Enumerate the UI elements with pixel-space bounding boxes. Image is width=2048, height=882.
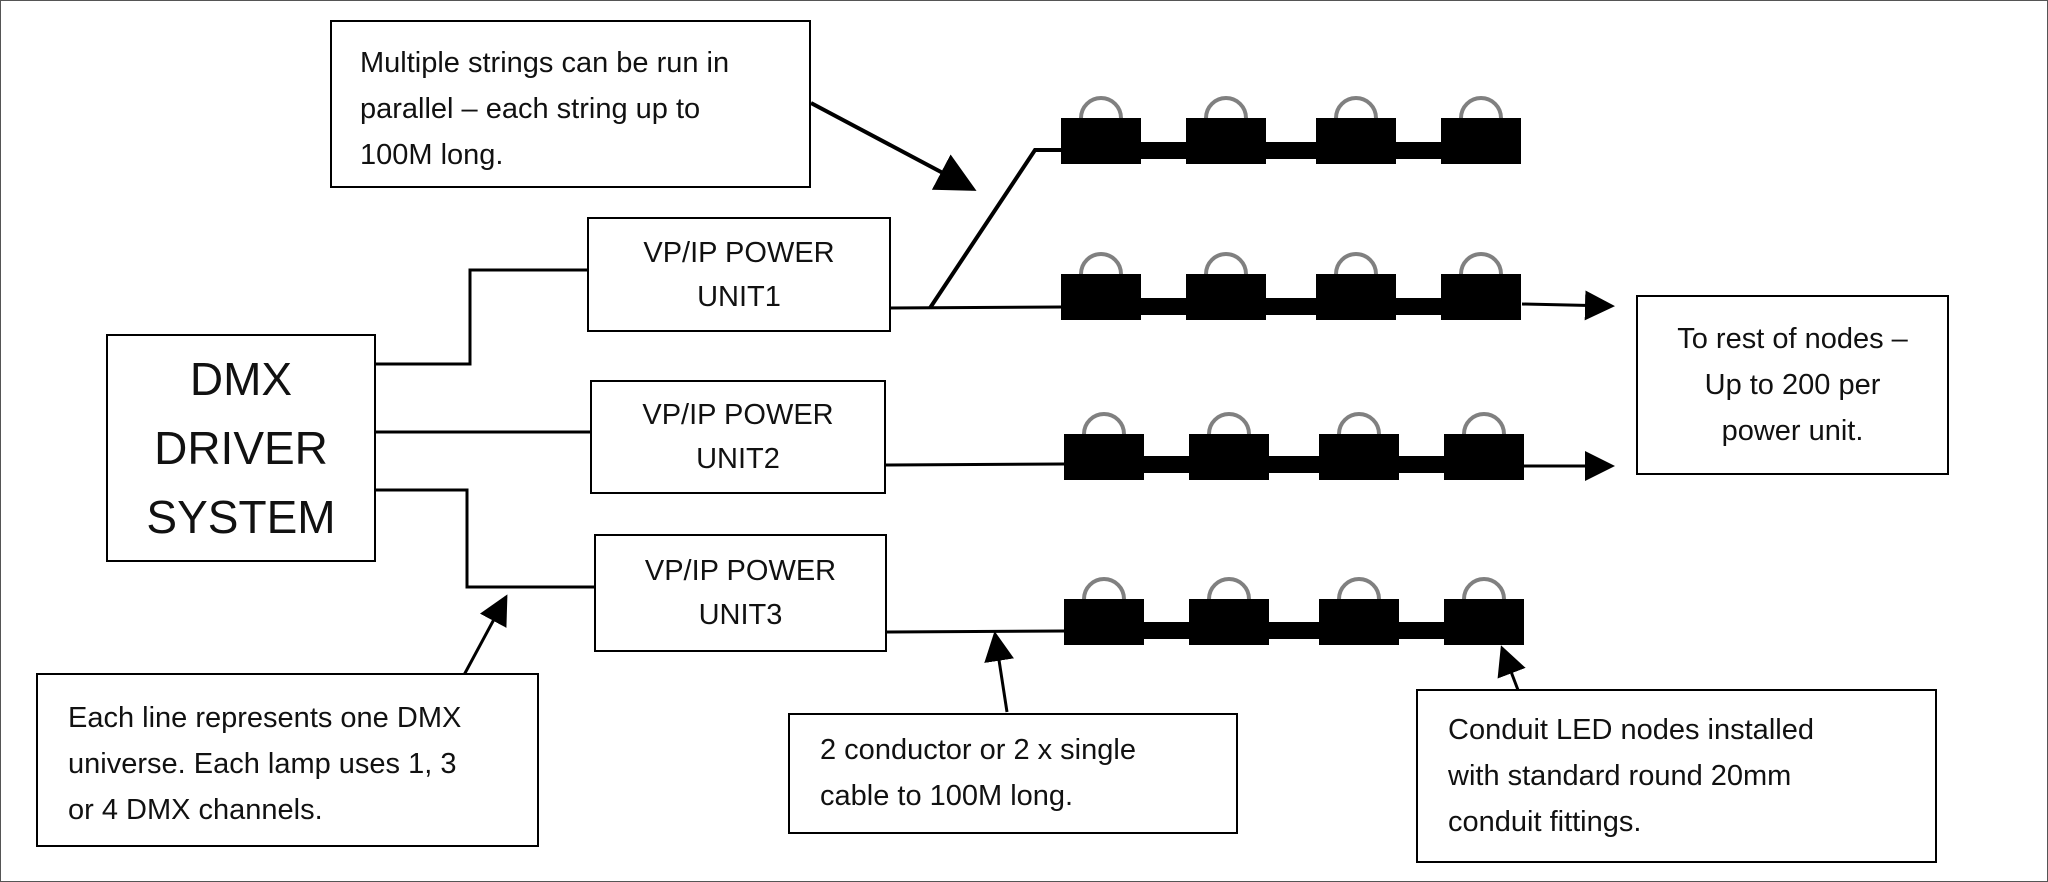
pu1-string-a-cable [928,148,1062,310]
parallel-note-arrow [810,101,977,191]
cable-note-arrow [984,631,1014,713]
note-text-line: parallel – each string up to [360,93,701,125]
dmx-driver-label-line: SYSTEM [146,490,336,543]
pu1-string-b-cable [887,305,1063,310]
led-node [1064,577,1144,645]
led-node-string-2 [1061,252,1521,320]
led-node [1316,96,1396,164]
power-unit-2-box: VP/IP POWER UNIT2 [590,380,886,494]
power-unit-label-line: UNIT2 [696,443,780,475]
note-text-line: with standard round 20mm [1448,760,1792,792]
power-unit-3-box: VP/IP POWER UNIT3 [594,534,887,652]
led-node-string-1 [1061,96,1521,164]
power-unit-label-line: VP/IP POWER [642,399,834,431]
note-text-line: conduit fittings. [1448,806,1642,838]
led-node-string-4 [1064,577,1524,645]
universe-note-arrow [462,594,508,676]
led-node [1061,252,1141,320]
led-node [1319,412,1399,480]
led-node [1186,252,1266,320]
universe-line-3 [375,488,596,589]
led-node [1444,577,1524,645]
note-text-line: or 4 DMX channels. [68,794,323,826]
note-text-line: universe. Each lamp uses 1, 3 [68,748,457,780]
dmx-driver-label-line: DRIVER [154,421,328,474]
note-text-line: power unit. [1721,415,1864,447]
led-node [1319,577,1399,645]
note-text-line: Each line represents one DMX [68,702,462,734]
power-unit-label-line: UNIT1 [697,280,781,313]
led-node [1441,96,1521,164]
note-text-line: 100M long. [360,139,504,171]
dmx-universe-note: Each line represents one DMX universe. E… [36,673,539,847]
note-text-line: Multiple strings can be run in [360,47,730,79]
led-node [1189,577,1269,645]
rest-of-nodes-note: To rest of nodes – Up to 200 per power u… [1636,295,1949,475]
note-text-line: Up to 200 per [1704,369,1881,401]
led-node [1061,96,1141,164]
note-text-line: cable to 100M long. [820,780,1074,812]
led-node [1186,96,1266,164]
led-node [1441,252,1521,320]
parallel-strings-note: Multiple strings can be run in parallel … [330,20,811,188]
note-text-line: Conduit LED nodes installed [1448,714,1814,746]
led-node [1444,412,1524,480]
universe-line-1 [375,268,590,366]
power-unit-label-line: UNIT3 [698,599,783,631]
power-unit-label-line: VP/IP POWER [643,236,835,269]
dmx-driver-label-line: DMX [189,352,293,405]
conduit-nodes-note: Conduit LED nodes installed with standar… [1416,689,1937,863]
note-text-line: To rest of nodes – [1677,323,1908,355]
conduit-note-arrow [1497,645,1526,691]
pu3-string-cable [883,629,1066,634]
node-string-connectors [1120,142,1520,639]
power-unit-label-line: VP/IP POWER [644,555,837,587]
led-node [1064,412,1144,480]
led-node [1189,412,1269,480]
led-node-string-3 [1064,412,1524,480]
dmx-driver-box: DMX DRIVER SYSTEM [106,334,376,562]
cable-note: 2 conductor or 2 x single cable to 100M … [788,713,1238,834]
string-2-continuation-arrow [1521,290,1615,321]
power-unit-1-box: VP/IP POWER UNIT1 [587,217,891,332]
pu2-string-cable [883,462,1065,467]
led-node [1316,252,1396,320]
note-text-line: 2 conductor or 2 x single [820,734,1136,766]
